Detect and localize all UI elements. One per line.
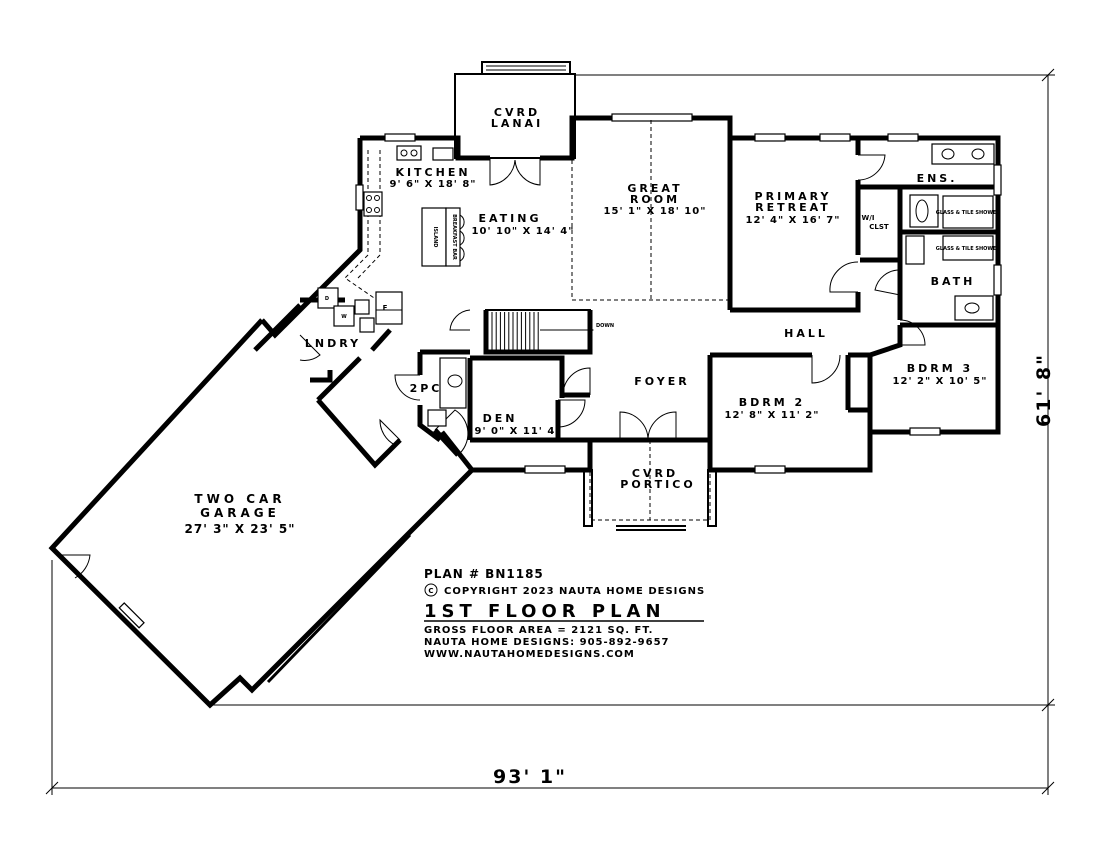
designer-phone: NAUTA HOME DESIGNS: 905-892-9657 xyxy=(424,637,670,648)
bdrm2-label: BDRM 2 xyxy=(739,396,805,409)
foyer-label: FOYER xyxy=(634,375,689,388)
washer-label: W xyxy=(341,314,347,320)
bdrm3-size: 12' 2" X 10' 5" xyxy=(893,376,988,387)
bdrm3-label: BDRM 3 xyxy=(907,362,973,375)
eating-label: EATING xyxy=(478,212,541,225)
bdrm2-size: 12' 8" X 11' 2" xyxy=(725,410,820,421)
great-room-label-line1: GREAT xyxy=(627,182,682,195)
dimension-lines xyxy=(45,68,1055,795)
gross-floor-area: GROSS FLOOR AREA = 2121 SQ. FT. xyxy=(424,625,653,636)
garage-size: 27' 3" X 23' 5" xyxy=(185,522,296,536)
ensuite-shower-label: GLASS & TILE SHOWER xyxy=(936,210,1001,216)
portico-label-line2: PORTICO xyxy=(620,478,695,491)
lanai-label-line2: LANAI xyxy=(491,117,543,130)
garage-label-line2: GARAGE xyxy=(200,506,280,520)
freezer-label: F xyxy=(383,304,388,312)
ensuite-label: ENS. xyxy=(917,172,958,185)
great-room-label-line2: ROOM xyxy=(630,193,680,206)
laundry-fixtures xyxy=(317,287,375,333)
doors xyxy=(60,154,926,579)
den-size: 9' 0" X 11' 4" xyxy=(475,426,562,437)
wic-label-line1: W/I xyxy=(862,214,875,222)
bath-fixtures xyxy=(427,143,995,427)
kitchen-size: 9' 6" X 18' 8" xyxy=(390,179,477,190)
garage-label-line1: TWO CAR xyxy=(194,492,285,506)
hall-label: HALL xyxy=(784,327,828,340)
ceiling-dashes xyxy=(571,120,730,531)
primary-retreat-label-line1: PRIMARY xyxy=(755,190,832,203)
plan-title: 1ST FLOOR PLAN xyxy=(424,601,666,622)
island-label: ISLAND xyxy=(432,227,438,248)
interior-walls xyxy=(253,138,998,472)
eating-size: 10' 10" X 14' 4" xyxy=(472,226,575,237)
copyright-text: COPYRIGHT 2023 NAUTA HOME DESIGNS xyxy=(444,586,705,597)
breakfast-bar-label: BREAKFAST BAR xyxy=(451,214,457,260)
laundry-label: LNDRY xyxy=(305,337,361,350)
bath-label: BATH xyxy=(931,275,976,288)
designer-website: WWW.NAUTAHOMEDESIGNS.COM xyxy=(424,649,635,660)
overall-depth-dimension: 61' 8" xyxy=(1033,353,1055,427)
primary-retreat-label-line2: RETREAT xyxy=(755,201,831,214)
overall-width-dimension: 93' 1" xyxy=(493,766,567,788)
lanai-label-line1: CVRD xyxy=(494,106,540,119)
primary-retreat-size: 12' 4" X 16' 7" xyxy=(746,215,841,226)
stair xyxy=(485,309,594,353)
windows xyxy=(73,113,1002,689)
den-label: DEN xyxy=(483,412,518,425)
plan-number: PLAN # BN1185 xyxy=(424,567,544,581)
portico-label-line1: CVRD xyxy=(632,467,678,480)
dryer-label: D xyxy=(325,296,329,302)
copyright-icon xyxy=(424,583,438,597)
powder-label: 2PC xyxy=(410,382,443,395)
great-room-size: 15' 1" X 18' 10" xyxy=(604,206,707,217)
wic-label-line2: CLST xyxy=(869,223,889,231)
copyright-symbol: C xyxy=(428,587,433,595)
kitchen-label: KITCHEN xyxy=(395,166,470,179)
kitchen-fixtures xyxy=(344,145,465,325)
bath-shower-label: GLASS & TILE SHOWER xyxy=(936,246,1001,252)
stair-down-label: DOWN xyxy=(596,323,614,329)
title-block: PLAN # BN1185 C COPYRIGHT 2023 NAUTA HOM… xyxy=(424,567,705,660)
